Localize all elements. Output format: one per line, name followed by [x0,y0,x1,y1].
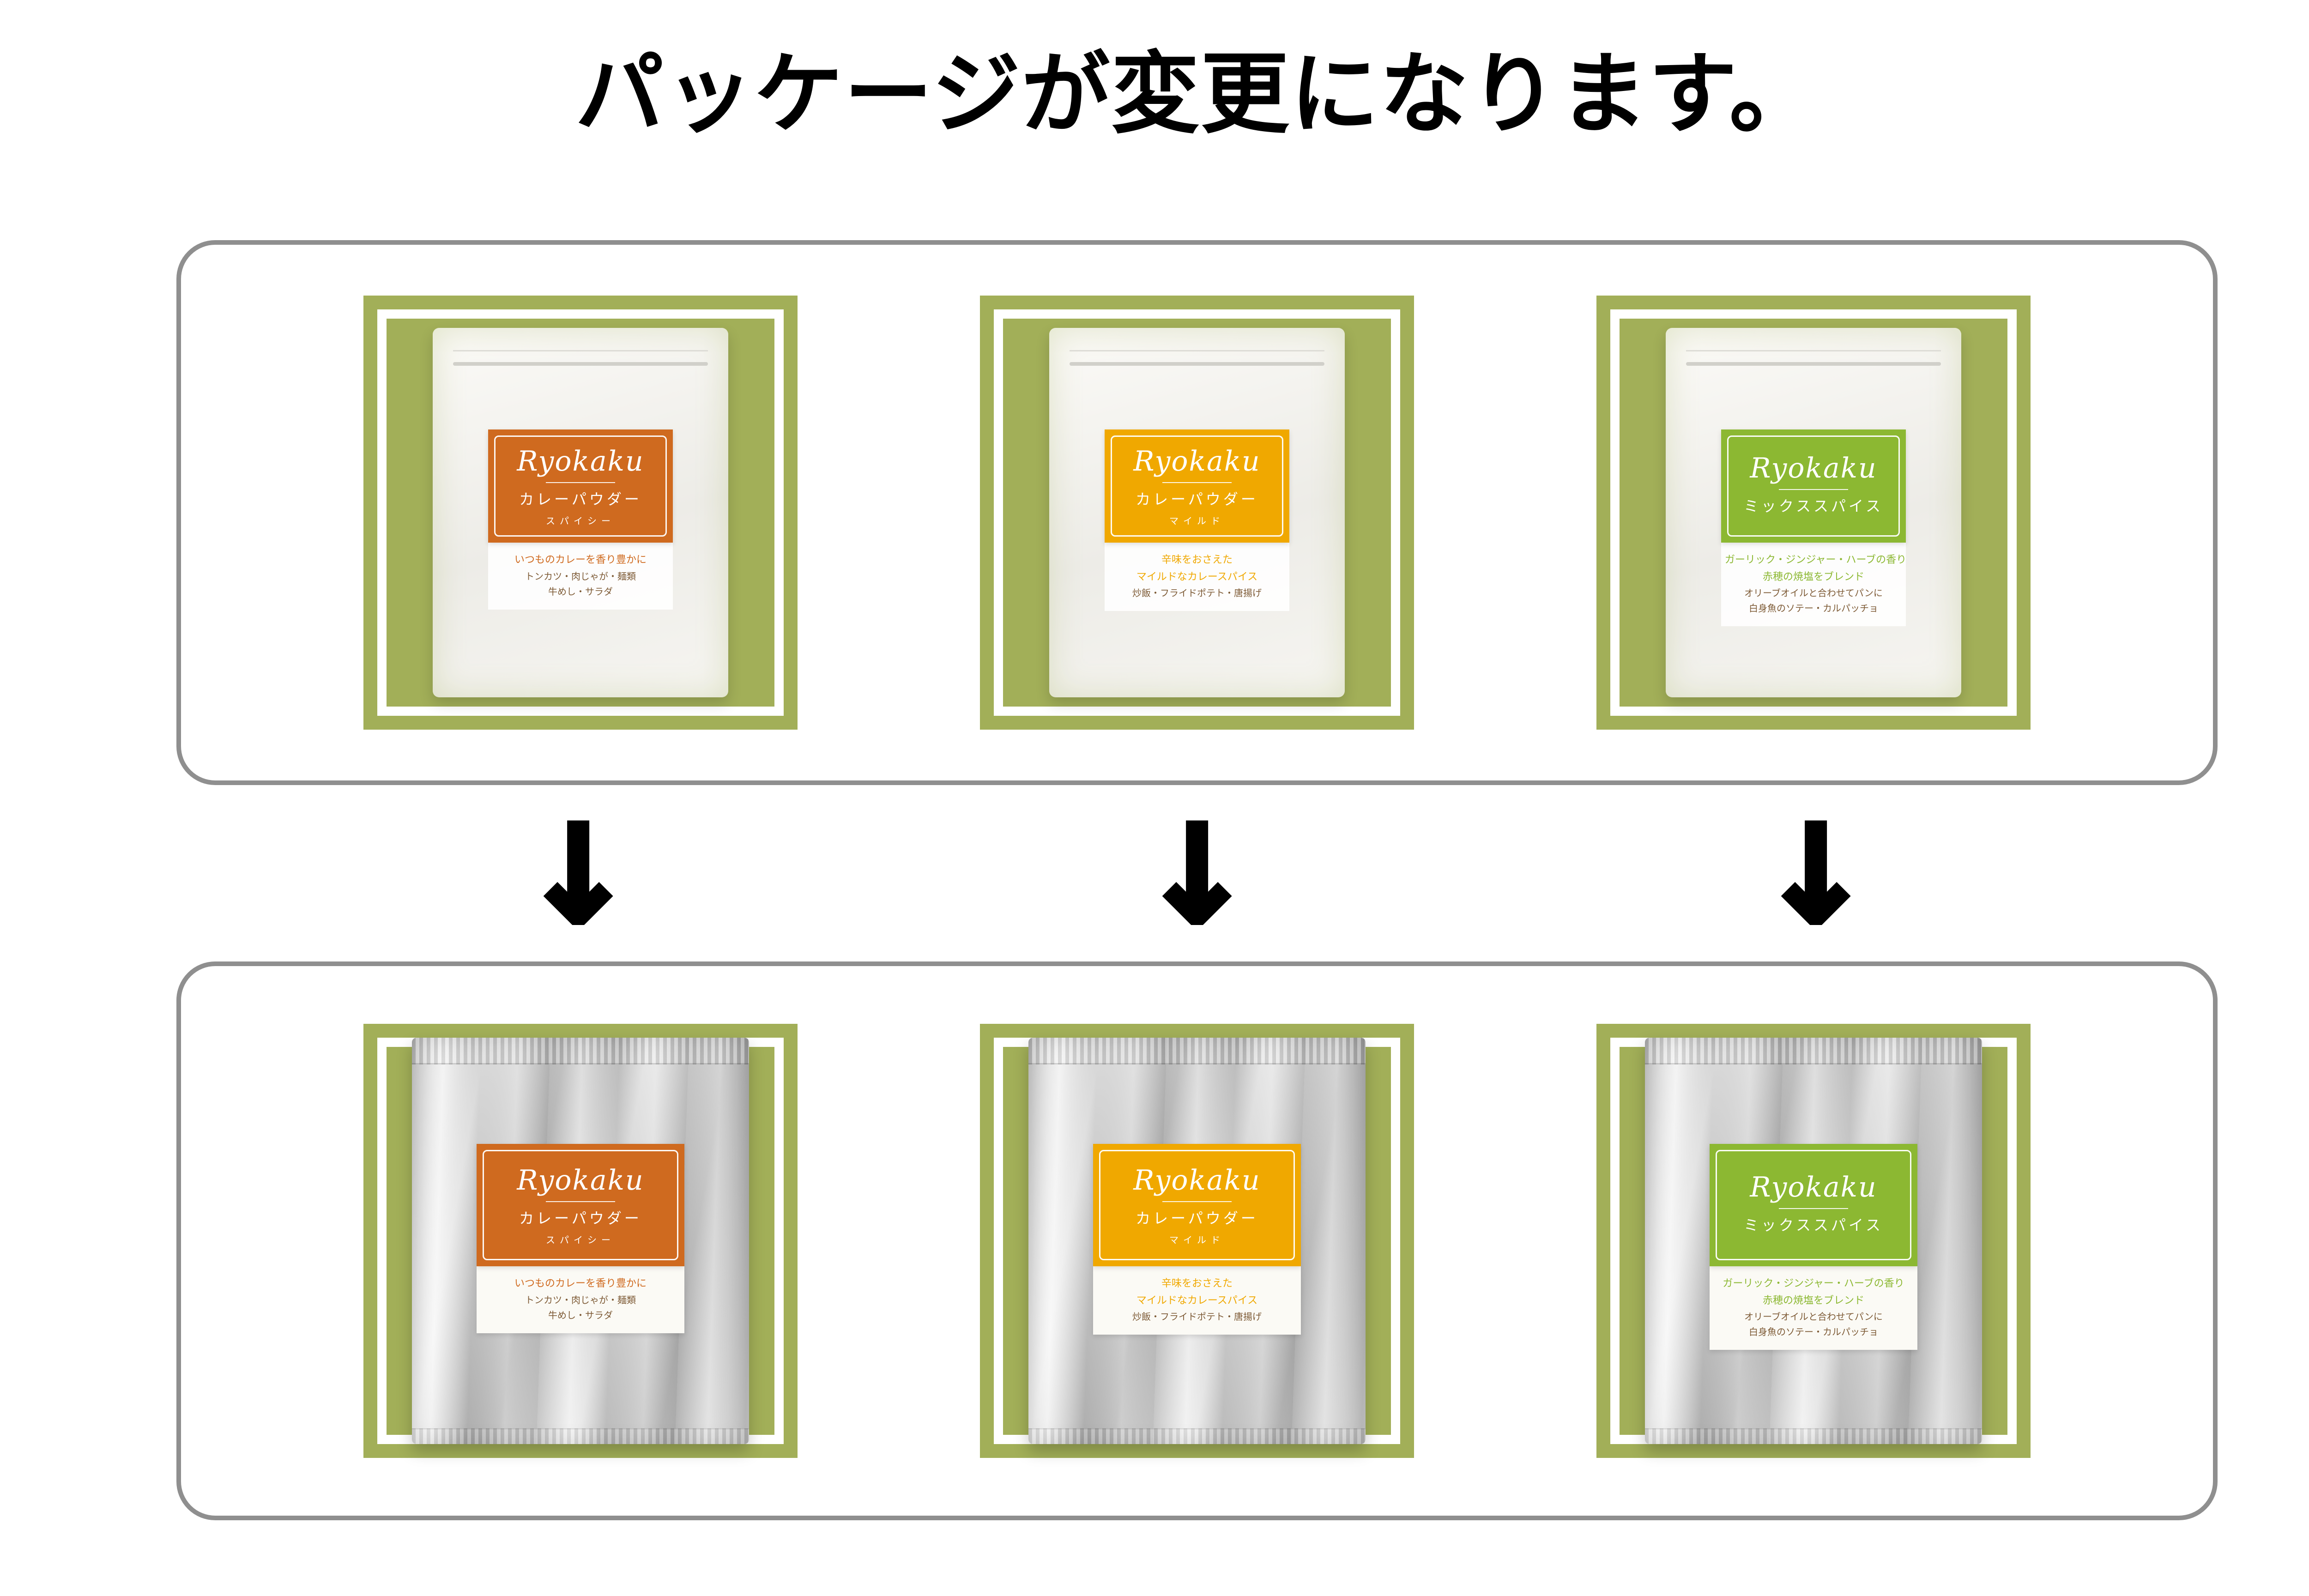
description-line: トンカツ・肉じゃが・麺類 [525,570,636,582]
product-name: ミックススパイス [1743,1216,1884,1234]
description-line: 赤穂の焼塩をブレンド [1762,571,1864,583]
product-name: カレーパウダー [1136,490,1258,508]
transition-arrows: ↓ ↓ ↓ [176,798,2218,954]
description-line: 炒飯・フライドポテト・唐揚げ [1132,1311,1262,1322]
arrow-cell: ↓ [1599,798,2033,954]
pouch-top-seal [1645,1038,1982,1065]
product-sticker: Ryokaku カレーパウダー スパイシー いつものカレーを香り豊かに トンカツ… [488,429,673,610]
product-sticker: Ryokaku カレーパウダー スパイシー いつものカレーを香り豊かに トンカツ… [477,1144,684,1333]
tile-new-mix-spice: Ryokaku ミックススパイス ガーリック・ジンジャー・ハーブの香り 赤穂の焼… [1596,1024,2031,1458]
description-line: ガーリック・ジンジャー・ハーブの香り [1725,554,1907,566]
product-description: ガーリック・ジンジャー・ハーブの香り 赤穂の焼塩をブレンド オリーブオイルと合わ… [1710,1266,1917,1350]
product-label: Ryokaku カレーパウダー スパイシー [488,429,673,543]
zip-seal [1070,350,1324,366]
foil-pouch: Ryokaku カレーパウダー スパイシー いつものカレーを香り豊かに トンカツ… [412,1038,749,1445]
description-line: 白身魚のソテー・カルパッチョ [1749,602,1878,614]
product-description: いつものカレーを香り豊かに トンカツ・肉じゃが・麺類 牛めし・サラダ [488,543,673,610]
product-label: Ryokaku カレーパウダー マイルド [1105,429,1289,543]
product-name: カレーパウダー [519,1209,642,1227]
product-variant: マイルド [1169,1234,1225,1246]
description-line: 牛めし・サラダ [548,1309,613,1321]
zip-seal [1686,350,1941,366]
description-line: マイルドなカレースパイス [1136,1294,1258,1306]
description-line: トンカツ・肉じゃが・麺類 [525,1294,636,1306]
product-description: ガーリック・ジンジャー・ハーブの香り 赤穂の焼塩をブレンド オリーブオイルと合わ… [1721,543,1906,626]
label-divider [1779,489,1848,490]
pouch-bottom-seal [1645,1428,1982,1445]
brand-name: Ryokaku [517,1164,644,1197]
label-divider [1779,1208,1848,1209]
brand-name: Ryokaku [517,445,644,478]
brand-name: Ryokaku [1750,1171,1877,1203]
description-line: 赤穂の焼塩をブレンド [1762,1294,1864,1306]
description-line: マイルドなカレースパイス [1136,571,1258,583]
product-description: 辛味をおさえた マイルドなカレースパイス 炒飯・フライドポテト・唐揚げ [1105,543,1289,611]
description-line: 炒飯・フライドポテト・唐揚げ [1132,587,1262,598]
plastic-pouch: Ryokaku カレーパウダー スパイシー いつものカレーを香り豊かに トンカツ… [433,328,728,698]
plastic-pouch: Ryokaku カレーパウダー マイルド 辛味をおさえた マイルドなカレースパイ… [1049,328,1345,698]
brand-name: Ryokaku [1133,445,1261,478]
product-variant: マイルド [1169,515,1225,527]
product-description: 辛味をおさえた マイルドなカレースパイス 炒飯・フライドポテト・唐揚げ [1093,1266,1301,1335]
brand-name: Ryokaku [1750,452,1877,484]
label-frame [1716,1150,1911,1261]
product-variant: スパイシー [546,515,615,527]
product-sticker: Ryokaku ミックススパイス ガーリック・ジンジャー・ハーブの香り 赤穂の焼… [1710,1144,1917,1350]
arrow-cell: ↓ [361,798,795,954]
product-sticker: Ryokaku カレーパウダー マイルド 辛味をおさえた マイルドなカレースパイ… [1093,1144,1301,1335]
tile-old-curry-spicy: Ryokaku カレーパウダー スパイシー いつものカレーを香り豊かに トンカツ… [363,296,798,730]
product-name: カレーパウダー [1136,1209,1258,1227]
down-arrow-icon: ↓ [1138,798,1257,954]
product-label: Ryokaku ミックススパイス [1710,1144,1917,1267]
new-packaging-panel: Ryokaku カレーパウダー スパイシー いつものカレーを香り豊かに トンカツ… [176,961,2218,1521]
description-line: 牛めし・サラダ [548,586,613,597]
product-label: Ryokaku ミックススパイス [1721,429,1906,543]
tile-new-curry-mild: Ryokaku カレーパウダー マイルド 辛味をおさえた マイルドなカレースパイ… [980,1024,1414,1458]
label-divider [546,1201,615,1203]
description-line: 辛味をおさえた [1161,1278,1233,1290]
page-title: パッケージが変更になります。 [575,43,1819,146]
down-arrow-icon: ↓ [1757,798,1875,954]
description-line: 辛味をおさえた [1161,554,1233,566]
label-frame [1727,435,1900,537]
zip-seal [453,350,708,366]
product-label: Ryokaku カレーパウダー マイルド [1093,1144,1301,1267]
tile-old-curry-mild: Ryokaku カレーパウダー マイルド 辛味をおさえた マイルドなカレースパイ… [980,296,1414,730]
arrow-cell: ↓ [980,798,1414,954]
brand-name: Ryokaku [1133,1164,1261,1197]
product-variant: スパイシー [546,1234,615,1246]
product-sticker: Ryokaku カレーパウダー マイルド 辛味をおさえた マイルドなカレースパイ… [1105,429,1289,611]
tile-old-mix-spice: Ryokaku ミックススパイス ガーリック・ジンジャー・ハーブの香り 赤穂の焼… [1596,296,2031,730]
product-sticker: Ryokaku ミックススパイス ガーリック・ジンジャー・ハーブの香り 赤穂の焼… [1721,429,1906,626]
product-label: Ryokaku カレーパウダー スパイシー [477,1144,684,1267]
pouch-top-seal [412,1038,749,1065]
description-line: ガーリック・ジンジャー・ハーブの香り [1723,1278,1904,1290]
foil-pouch: Ryokaku ミックススパイス ガーリック・ジンジャー・ハーブの香り 赤穂の焼… [1645,1038,1982,1445]
plastic-pouch: Ryokaku ミックススパイス ガーリック・ジンジャー・ハーブの香り 赤穂の焼… [1666,328,1961,698]
pouch-bottom-seal [412,1428,749,1445]
description-line: いつものカレーを香り豊かに [514,554,647,566]
product-name: カレーパウダー [519,490,642,508]
label-divider [1162,482,1232,484]
old-packaging-panel: Ryokaku カレーパウダー スパイシー いつものカレーを香り豊かに トンカツ… [176,240,2218,786]
pouch-top-seal [1028,1038,1366,1065]
pouch-bottom-seal [1028,1428,1366,1445]
product-name: ミックススパイス [1743,497,1884,515]
product-description: いつものカレーを香り豊かに トンカツ・肉じゃが・麺類 牛めし・サラダ [477,1266,684,1333]
label-divider [546,482,615,484]
description-line: オリーブオイルと合わせてパンに [1744,1311,1883,1322]
tile-new-curry-spicy: Ryokaku カレーパウダー スパイシー いつものカレーを香り豊かに トンカツ… [363,1024,798,1458]
description-line: いつものカレーを香り豊かに [514,1278,647,1290]
label-divider [1162,1201,1232,1203]
foil-pouch: Ryokaku カレーパウダー マイルド 辛味をおさえた マイルドなカレースパイ… [1028,1038,1366,1445]
down-arrow-icon: ↓ [519,798,638,954]
description-line: オリーブオイルと合わせてパンに [1744,587,1883,598]
description-line: 白身魚のソテー・カルパッチョ [1749,1326,1878,1337]
